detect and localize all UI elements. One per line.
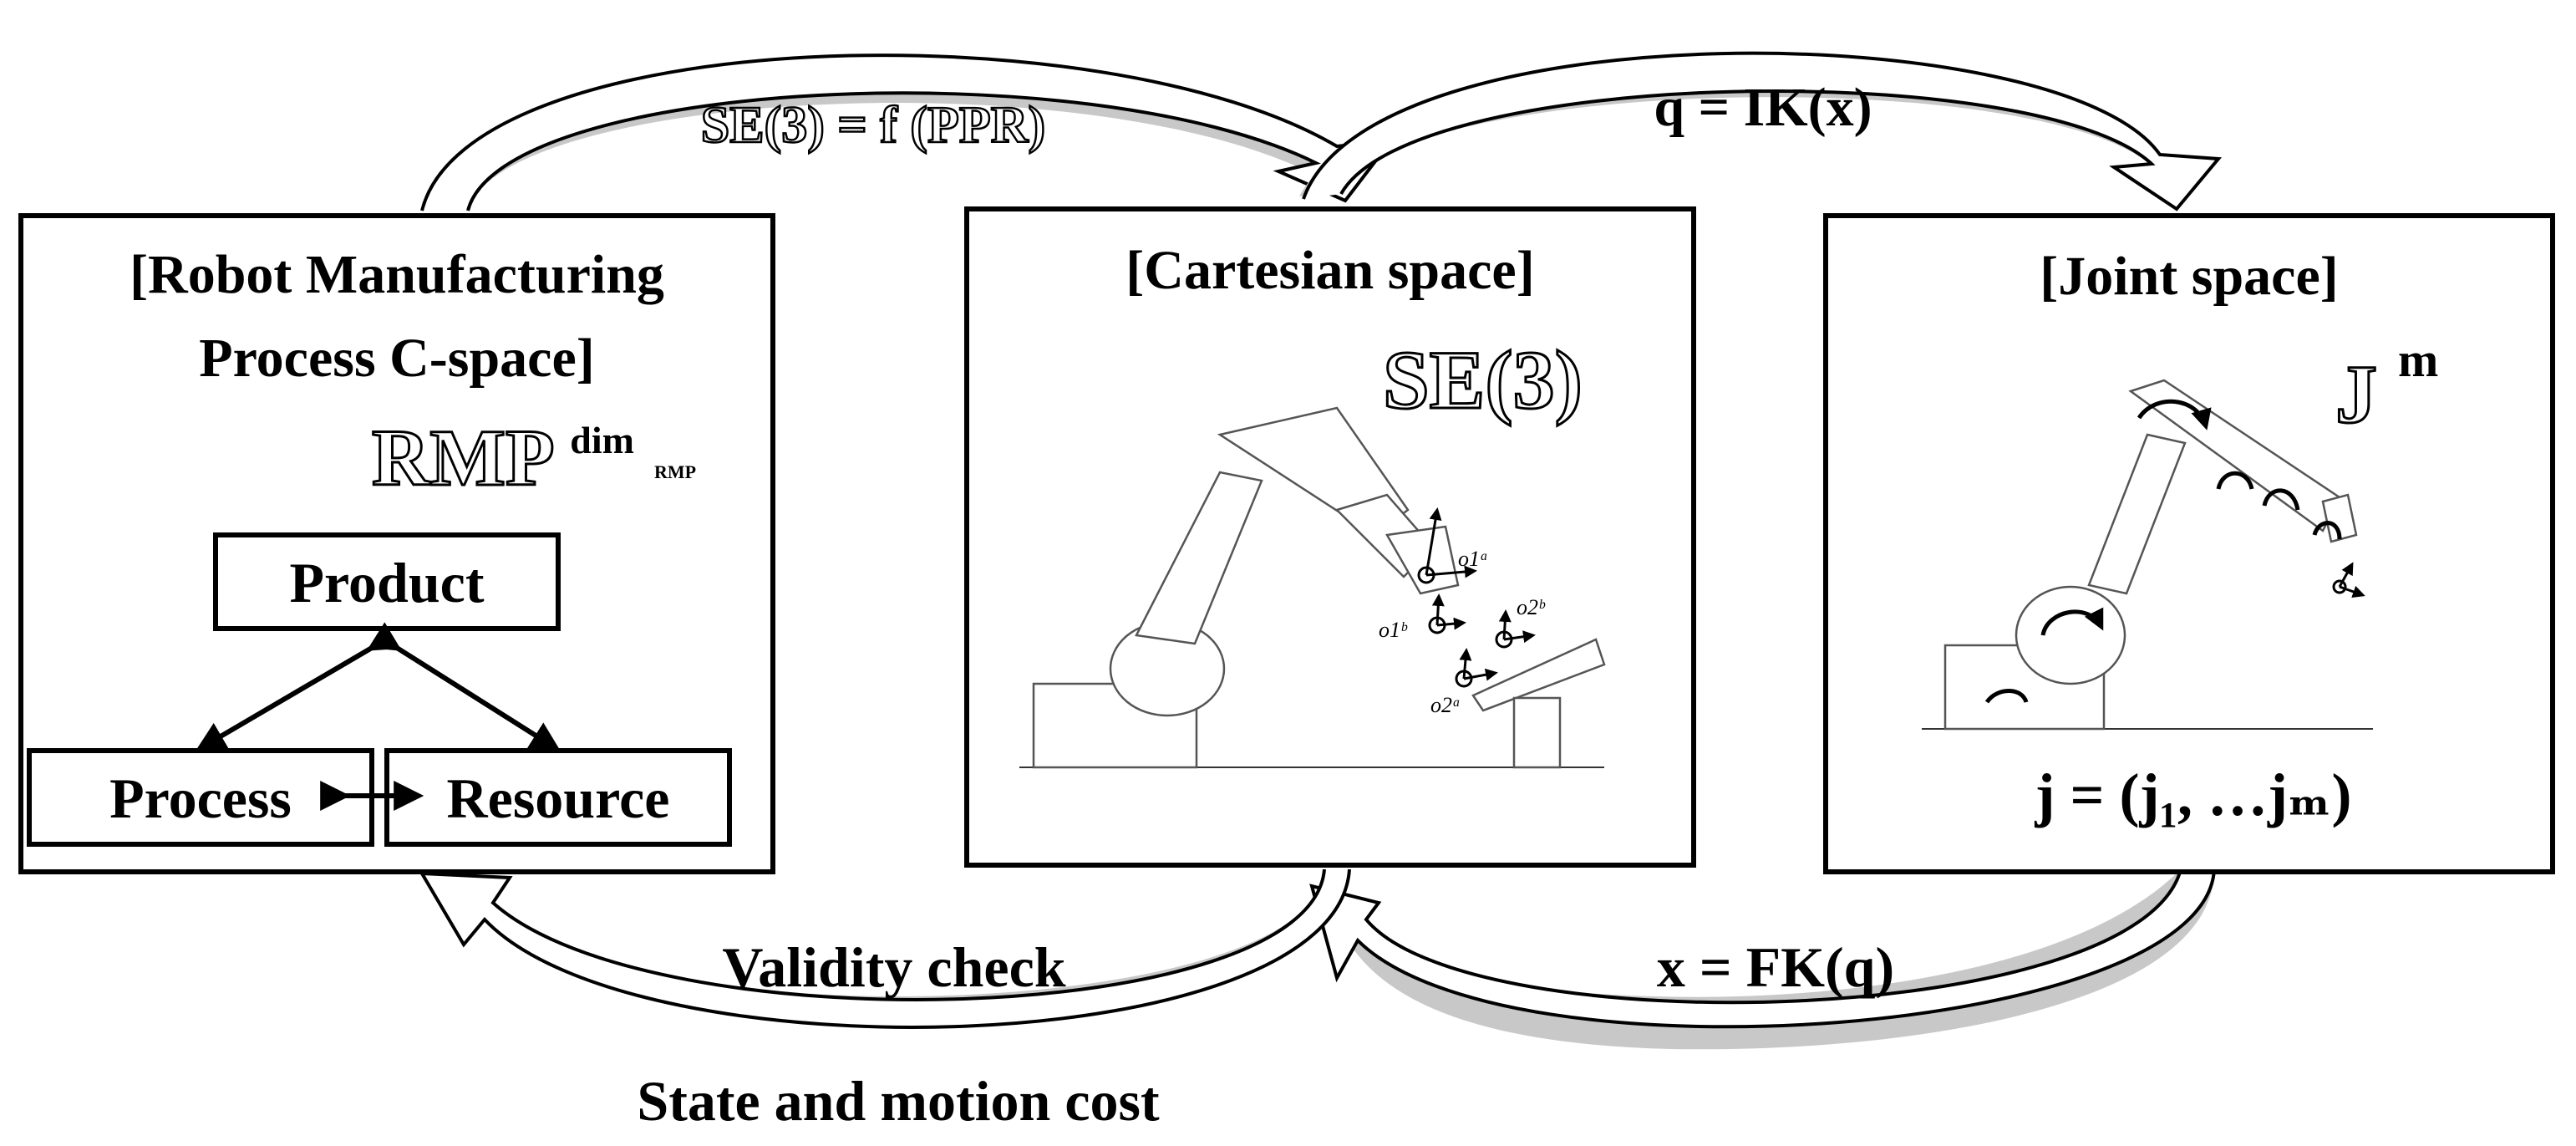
joint-vector-equation: j = (j₁, …jₘ) <box>2035 761 2352 828</box>
product-resource-arrow <box>368 622 561 751</box>
arc-arrow-cartesian-to-ppr <box>419 868 1351 1029</box>
bottom-caption: State and motion cost <box>637 1069 1160 1133</box>
process-box <box>27 748 374 847</box>
joint-symbol-sup: m <box>2398 333 2438 387</box>
frame-label-o2a: o2ᵃ <box>1430 693 1461 717</box>
resource-label: Resource <box>447 767 670 830</box>
rmp-symbol-main: RMP <box>372 413 552 502</box>
process-label: Process <box>109 767 292 830</box>
product-box <box>213 532 561 631</box>
cartesian-robot-illustration: o1ᵃ o1ᵇ o2ᵇ o2ᵃ <box>1019 406 1606 769</box>
arc-arrow-joint-to-cartesian <box>1309 868 2216 1050</box>
frame-label-o1a: o1ᵃ <box>1458 547 1488 571</box>
top-left-arc-label: SE(3) = f (PPR) <box>701 97 1045 154</box>
joint-symbol-main: J <box>2335 348 2377 441</box>
product-process-arrow <box>195 622 400 751</box>
joint-robot-illustration <box>1922 379 2373 731</box>
rmp-symbol-sup: dim <box>570 419 634 461</box>
joint-space-symbol: J m <box>2335 333 2438 441</box>
arc-arrow-cartesian-to-joint <box>1299 51 2223 211</box>
bottom-left-arc-label: Validity check <box>722 935 1065 999</box>
cartesian-space-box: [Cartesian space] SE(3) o1ᵃ o1ᵇ o2ᵇ <box>964 206 1696 868</box>
rmp-box-title-line2: Process C-space] <box>199 328 594 389</box>
joint-space-box: [Joint space] J m j = (j₁, …jₘ) <box>1823 213 2555 874</box>
resource-box <box>384 748 732 847</box>
rmp-space-symbol: RMP dim RMP <box>372 381 696 502</box>
rmp-box-title-line1: [Robot Manufacturing <box>130 244 664 305</box>
rmp-space-box: [Robot Manufacturing Process C-space] RM… <box>18 213 775 874</box>
product-label: Product <box>290 551 485 614</box>
joint-box-title: [Joint space] <box>2040 246 2338 307</box>
frame-label-o1b: o1ᵇ <box>1379 618 1408 642</box>
cartesian-box-title: [Cartesian space] <box>1125 240 1534 301</box>
rmp-symbol-sub: RMP <box>654 461 696 482</box>
frame-label-o2b: o2ᵇ <box>1517 595 1546 619</box>
bottom-right-arc-label: x = FK(q) <box>1657 935 1894 999</box>
top-right-arc-label: q = IK(x) <box>1654 77 1872 138</box>
cartesian-space-symbol: SE(3) <box>1383 334 1583 426</box>
